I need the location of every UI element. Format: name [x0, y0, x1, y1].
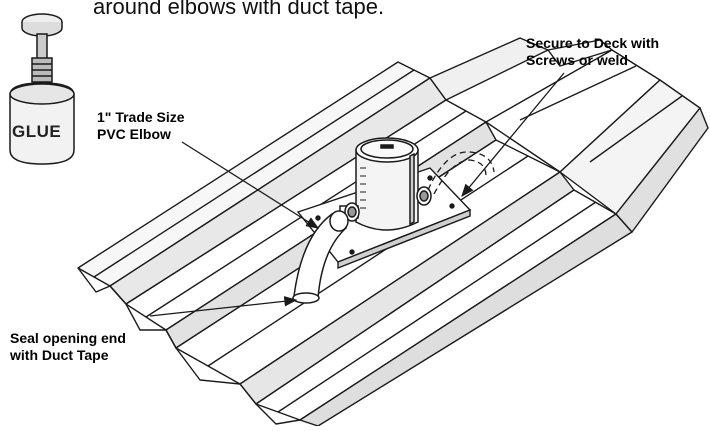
- callout-elbow: 1" Trade Size PVC Elbow: [97, 109, 185, 143]
- callout-seal-line1: Seal opening end: [10, 330, 126, 346]
- cylinder-box: [339, 137, 432, 231]
- callout-arrows: [149, 72, 565, 317]
- callout-secure-line2: Screws or weld: [526, 52, 628, 68]
- intro-text: around elbows with duct tape.: [93, 0, 385, 19]
- callout-elbow-line1: 1" Trade Size: [97, 109, 185, 125]
- glue-bottle-icon: [9, 13, 75, 165]
- glue-label: GLUE: [12, 122, 62, 141]
- callout-elbow-line2: PVC Elbow: [97, 126, 171, 142]
- callout-secure-line1: Secure to Deck with: [526, 35, 660, 51]
- callout-seal-line2: with Duct Tape: [10, 347, 109, 363]
- callout-seal: Seal opening end with Duct Tape: [10, 330, 126, 364]
- callout-secure: Secure to Deck with Screws or weld: [526, 35, 659, 69]
- pvc-elbow: [292, 210, 349, 304]
